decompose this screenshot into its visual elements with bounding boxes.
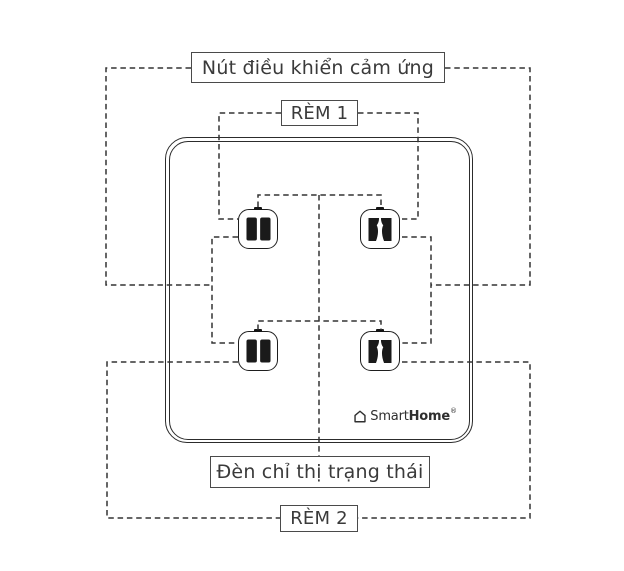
curtain-open-icon — [368, 339, 392, 363]
pause-icon — [245, 217, 271, 241]
logo-text-home: Home — [408, 408, 451, 424]
logo-text-smart: Smart — [370, 408, 409, 424]
status-led — [254, 207, 262, 210]
registered-mark: ® — [450, 407, 457, 415]
status-led — [376, 329, 384, 332]
callout-curtain-1: RÈM 1 — [281, 100, 358, 126]
status-led — [254, 329, 262, 332]
smarthome-logo: Smart Home ® — [353, 407, 457, 424]
callout-touch-buttons: Nút điều khiển cảm ứng — [191, 52, 445, 83]
home-outline-icon — [354, 410, 366, 422]
callout-curtain-2: RÈM 2 — [280, 505, 358, 532]
pause-icon — [245, 339, 271, 363]
curtain-1-pause-button — [238, 207, 278, 249]
status-led — [376, 207, 384, 210]
curtain-1-open-button — [360, 207, 400, 249]
switch-panel-bezel — [168, 140, 470, 440]
curtain-open-icon — [368, 217, 392, 241]
curtain-2-open-button — [360, 329, 400, 371]
callout-status-leds: Đèn chỉ thị trạng thái — [210, 456, 430, 488]
curtain-2-pause-button — [238, 329, 278, 371]
switch-panel: Smart Home ® — [165, 137, 473, 443]
